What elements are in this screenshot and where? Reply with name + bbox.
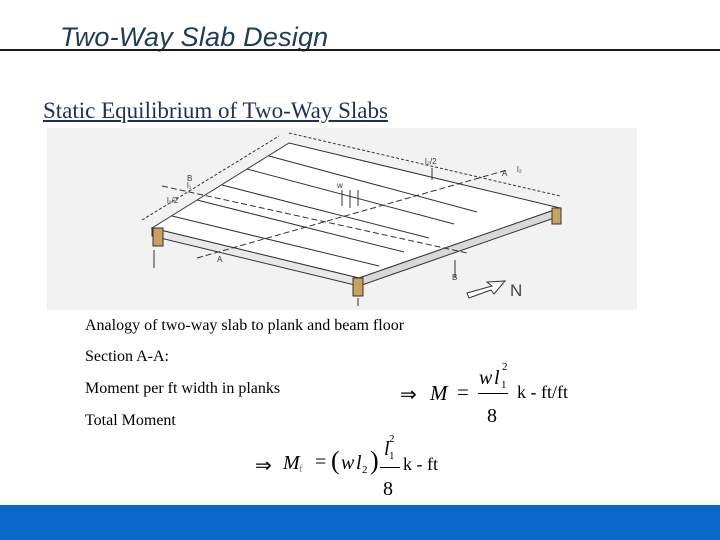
eq2-open-paren: (	[331, 446, 340, 475]
eq2-l: l	[356, 452, 362, 474]
eq2-frac-l: l	[384, 438, 390, 460]
footer-bar	[0, 505, 720, 540]
eq2-equals: =	[315, 451, 327, 473]
implies-arrow-2-icon: ⇒	[255, 455, 272, 477]
north-arrow-icon	[466, 280, 507, 299]
beam-support-right	[551, 207, 562, 225]
eq2-frac-sup: 2	[389, 433, 395, 445]
section-a-bottom-label: A	[217, 255, 223, 264]
eq2-units: k - ft	[403, 454, 438, 474]
slab-drawing: l₂/2 l₂ l₁ l₁/2 w A A B B N	[141, 132, 562, 306]
eq2-lhs-sub: f	[299, 463, 303, 475]
eq1-lhs: M	[430, 381, 448, 405]
eq2-frac-sub: 1	[389, 450, 395, 462]
eq1-fraction-bar	[478, 393, 508, 394]
analogy-text: Analogy of two-way slab to plank and bea…	[85, 317, 405, 334]
load-label: w	[336, 181, 343, 190]
section-a-top-label: A	[502, 169, 508, 178]
beam-support-left	[152, 227, 164, 247]
slab-top-surface	[150, 142, 562, 279]
dim-top-right-label: l₂	[517, 165, 522, 174]
eq2-close-paren: )	[370, 446, 379, 475]
slide-subtitle: Static Equilibrium of Two-Way Slabs	[43, 98, 388, 123]
eq1-num-sub: 1	[501, 379, 507, 391]
eq2-lhs: M	[283, 452, 300, 474]
title-divider	[0, 49, 720, 51]
slide-title: Two-Way Slab Design	[60, 22, 329, 52]
eq1-den: 8	[487, 405, 497, 427]
eq1-num-w: w	[479, 367, 493, 389]
eq2-den: 8	[383, 478, 393, 500]
dim-left-bottom-label: l₁/2	[167, 196, 179, 205]
section-b-bottom-label: B	[452, 273, 457, 282]
dim-left-top-label: l₁	[187, 181, 192, 190]
beam-support-front	[352, 277, 364, 297]
implies-arrow-icon: ⇒	[400, 384, 417, 406]
eq1-num-sup: 2	[502, 361, 508, 373]
section-b-top-label: B	[187, 174, 192, 183]
eq1-equals: =	[457, 380, 469, 404]
section-text: Section A-A:	[85, 348, 169, 365]
north-label: N	[510, 281, 522, 300]
eq2-w: w	[341, 452, 355, 474]
total-moment-text: Total Moment	[85, 412, 176, 429]
dim-top-label: l₂/2	[425, 157, 437, 166]
eq1-num-l: l	[494, 367, 500, 389]
slab-figure: l₂/2 l₂ l₁ l₁/2 w A A B B N	[47, 128, 637, 310]
eq2-fraction-bar	[380, 467, 400, 468]
eq2-l-sub: 2	[362, 464, 368, 476]
moment-planks-text: Moment per ft width in planks	[85, 380, 281, 397]
eq1-units: k - ft/ft	[517, 382, 568, 402]
